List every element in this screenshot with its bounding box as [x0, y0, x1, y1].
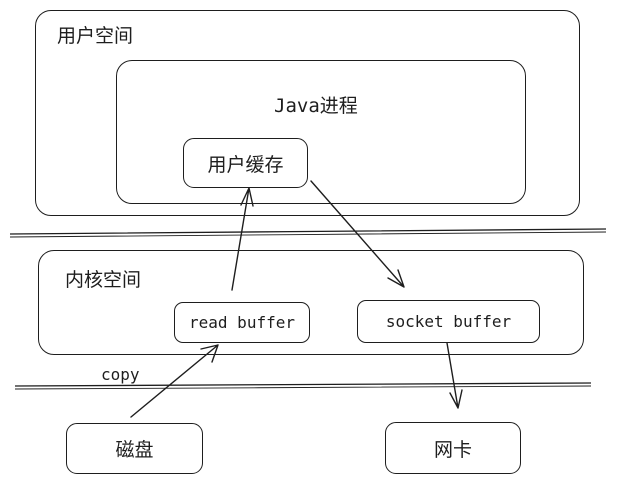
read-buffer-node: read buffer	[174, 302, 310, 343]
copy-annotation: copy	[101, 365, 140, 384]
user-kernel-divider-2	[9, 231, 607, 238]
user-buffer-node: 用户缓存	[183, 138, 308, 188]
user-kernel-divider	[9, 228, 607, 235]
user-buffer-label: 用户缓存	[207, 153, 284, 176]
socket-buffer-label: socket buffer	[385, 312, 512, 331]
read-buffer-label: read buffer	[189, 313, 295, 332]
java-process-box	[116, 60, 526, 204]
disk-label: 磁盘	[115, 439, 154, 461]
nic-node: 网卡	[385, 422, 521, 474]
user-space-label: 用户空间	[57, 25, 134, 47]
kernel-hardware-divider-2	[14, 385, 592, 390]
user-space-region	[35, 10, 580, 216]
disk-node: 磁盘	[66, 423, 203, 474]
nic-label: 网卡	[433, 438, 472, 461]
java-process-label: Java进程	[274, 95, 358, 117]
socket-buffer-node: socket buffer	[357, 300, 540, 343]
kernel-space-label: 内核空间	[65, 269, 142, 291]
arrow-disk-to-read-buffer	[130, 344, 219, 418]
